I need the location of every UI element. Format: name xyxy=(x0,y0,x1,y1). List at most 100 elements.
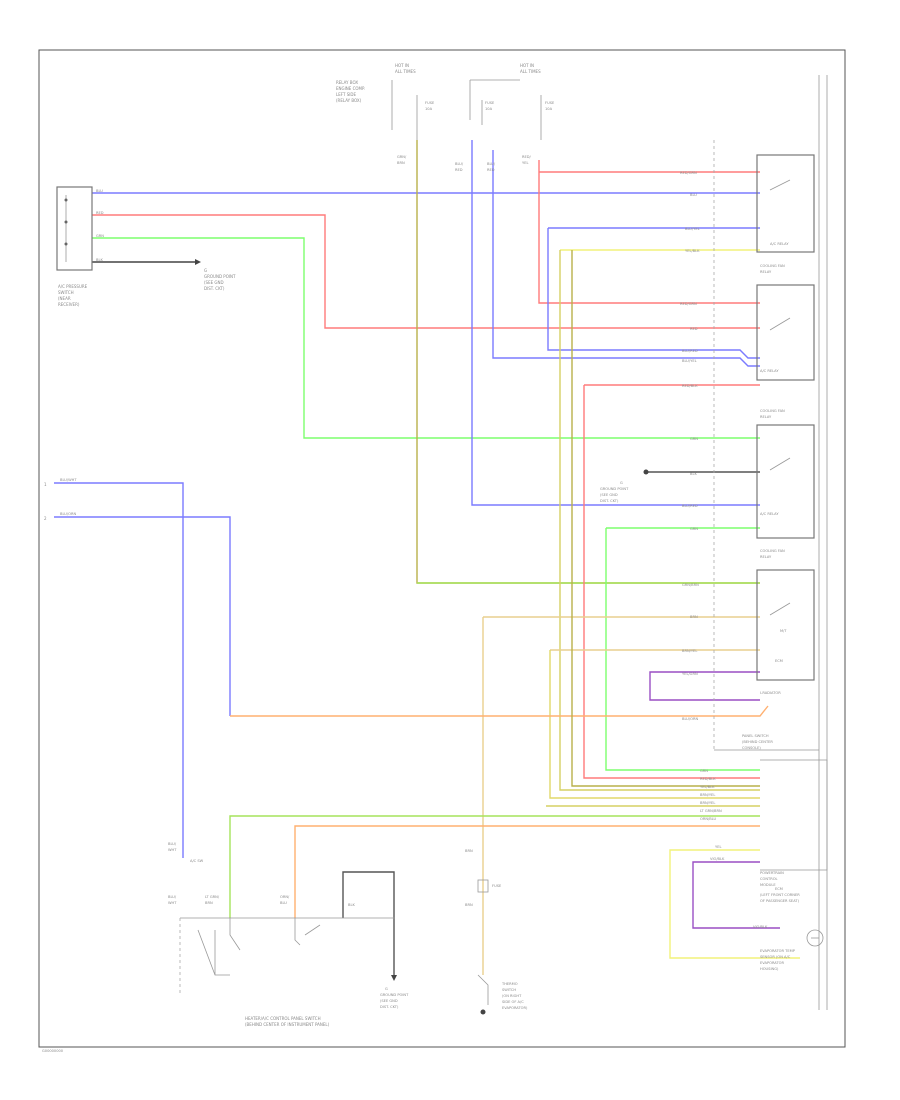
svg-text:YEL/GRN: YEL/GRN xyxy=(682,672,698,676)
ground-arrow xyxy=(195,259,201,265)
wire-green-bottom xyxy=(229,815,760,918)
svg-text:BLU/YEL: BLU/YEL xyxy=(682,359,697,363)
wire-violet-loop xyxy=(649,671,760,701)
svg-text:ECM: ECM xyxy=(775,887,783,891)
svg-text:WHT: WHT xyxy=(168,848,177,852)
svg-text:G: G xyxy=(385,987,388,991)
svg-text:(RELAY BOX): (RELAY BOX) xyxy=(336,98,362,103)
svg-text:BRN/YEL: BRN/YEL xyxy=(700,801,715,805)
svg-text:(ON RIGHT: (ON RIGHT xyxy=(502,994,522,998)
relay-box: A/C RELAY COOLING FAN RELAY RED/GRN BLU … xyxy=(600,140,819,751)
svg-text:THERMO: THERMO xyxy=(501,982,518,986)
wire-orange-input2 xyxy=(230,705,769,717)
svg-text:10A: 10A xyxy=(485,107,493,111)
svg-text:VIO/BLK: VIO/BLK xyxy=(710,857,725,861)
thermo-switch: BRN FUSE BRN THERMO SWITCH (ON RIGHT SID… xyxy=(465,849,528,1015)
svg-text:A/C RELAY: A/C RELAY xyxy=(760,369,779,373)
svg-text:BLU/ORN: BLU/ORN xyxy=(682,717,698,721)
ground-arrow-bottom xyxy=(391,975,397,981)
svg-text:10A: 10A xyxy=(425,107,433,111)
svg-text:(NEAR: (NEAR xyxy=(58,296,71,301)
svg-text:A/C RELAY: A/C RELAY xyxy=(770,242,789,246)
svg-text:FUSE: FUSE xyxy=(425,101,435,105)
svg-text:GRN: GRN xyxy=(96,234,104,238)
svg-text:RED: RED xyxy=(487,168,495,172)
svg-text:BLU/WHT: BLU/WHT xyxy=(60,478,77,482)
svg-text:BLK: BLK xyxy=(690,472,697,476)
svg-text:BRN/YEL: BRN/YEL xyxy=(700,793,715,797)
svg-text:EVAPORATOR: EVAPORATOR xyxy=(760,961,785,965)
svg-text:GRN: GRN xyxy=(690,437,698,441)
svg-text:BLU/: BLU/ xyxy=(168,895,177,899)
svg-text:HOT IN: HOT IN xyxy=(520,63,534,68)
wire-green-relay3 xyxy=(605,528,760,771)
wire-olive-vertical xyxy=(416,140,760,584)
svg-text:RED/GRN: RED/GRN xyxy=(680,171,697,175)
svg-text:YEL/BLK: YEL/BLK xyxy=(700,785,715,789)
svg-text:RELAY: RELAY xyxy=(760,270,772,274)
svg-text:LT GRN/BRN: LT GRN/BRN xyxy=(700,809,722,813)
svg-text:HOUSING): HOUSING) xyxy=(760,967,779,971)
sensor-module: VIO/BLK EVAPORATOR TEMP SENSOR (ON A/C E… xyxy=(753,925,824,971)
ground-dot-relay3 xyxy=(643,469,649,475)
svg-text:BRN: BRN xyxy=(465,903,473,907)
wire-blue-fuse-a xyxy=(471,140,760,506)
wire-blue-input2 xyxy=(54,516,231,716)
svg-text:FUSE: FUSE xyxy=(485,101,495,105)
wire-blue-fuse-b xyxy=(492,150,760,367)
svg-text:1: 1 xyxy=(44,482,47,487)
svg-text:SENSOR (ON A/C: SENSOR (ON A/C xyxy=(760,955,791,959)
svg-text:BRN: BRN xyxy=(690,615,698,619)
svg-text:BLU/: BLU/ xyxy=(487,162,496,166)
svg-text:SIDE OF A/C: SIDE OF A/C xyxy=(502,1000,524,1004)
svg-text:POWERTRAIN: POWERTRAIN xyxy=(760,871,784,875)
svg-text:GRN/BRN: GRN/BRN xyxy=(682,583,699,587)
svg-text:BLU: BLU xyxy=(280,901,287,905)
svg-text:2: 2 xyxy=(44,516,47,521)
svg-text:RED/: RED/ xyxy=(522,155,532,159)
wire-yellow-module xyxy=(669,849,800,959)
svg-text:BLU/RED: BLU/RED xyxy=(682,504,698,508)
svg-text:RED: RED xyxy=(96,211,104,215)
heater-control-switch: BLU/ WHT A/C SW BLU/ WHT LT GRN/ BRN ORN… xyxy=(168,842,409,1027)
svg-text:DIST. CKT): DIST. CKT) xyxy=(600,499,619,503)
svg-text:COOLING FAN: COOLING FAN xyxy=(760,264,785,268)
svg-text:FUSE: FUSE xyxy=(492,884,502,888)
svg-text:A/C SW: A/C SW xyxy=(190,859,204,863)
svg-text:EVAPORATOR TEMP: EVAPORATOR TEMP xyxy=(760,949,796,953)
svg-text:BLU/: BLU/ xyxy=(455,162,464,166)
svg-text:GRN/: GRN/ xyxy=(397,155,407,159)
svg-text:ORN/BLU: ORN/BLU xyxy=(700,817,717,821)
svg-text:RED/GRN: RED/GRN xyxy=(680,302,697,306)
wire-tan-relay4-b-down xyxy=(549,650,760,799)
wire-olive-bottom-a xyxy=(571,250,760,787)
left-inputs: 1 2 BLU/WHT BLU/ORN xyxy=(44,478,77,521)
svg-text:ALL TIMES: ALL TIMES xyxy=(395,69,416,74)
svg-text:(LEFT FRONT CORNER: (LEFT FRONT CORNER xyxy=(760,893,800,897)
svg-text:WHT: WHT xyxy=(168,901,177,905)
svg-text:RELAY: RELAY xyxy=(760,415,772,419)
svg-text:HOT IN: HOT IN xyxy=(395,63,409,68)
svg-text:BLU: BLU xyxy=(96,189,103,193)
svg-text:ALL TIMES: ALL TIMES xyxy=(520,69,541,74)
svg-text:RECEIVER): RECEIVER) xyxy=(58,302,80,307)
wire-orange-bottom xyxy=(294,825,760,918)
svg-text:HEATER/A/C CONTROL PANEL SWITC: HEATER/A/C CONTROL PANEL SWITCH xyxy=(245,1016,321,1021)
top-fuses: HOT IN ALL TIMES HOT IN ALL TIMES RELAY … xyxy=(336,63,828,1010)
svg-text:DIST. CKT): DIST. CKT) xyxy=(204,286,225,291)
svg-text:LEFT SIDE: LEFT SIDE xyxy=(336,92,357,97)
wire-violet-module xyxy=(692,861,780,929)
svg-text:EVAPORATOR): EVAPORATOR) xyxy=(502,1006,528,1010)
svg-text:RELAY BOX: RELAY BOX xyxy=(336,80,358,85)
bottom-connector: GRN RED/BLK YEL/BLK BRN/YEL BRN/YEL LT G… xyxy=(700,759,828,903)
svg-text:COOLING FAN: COOLING FAN xyxy=(760,409,785,413)
svg-text:BRN: BRN xyxy=(465,849,473,853)
wire-red-relay2 xyxy=(583,385,760,779)
svg-text:YEL/BLK: YEL/BLK xyxy=(685,249,700,253)
svg-text:BLU/ORN: BLU/ORN xyxy=(60,512,76,516)
svg-text:I-RADIATOR: I-RADIATOR xyxy=(760,691,781,695)
svg-text:A/C RELAY: A/C RELAY xyxy=(760,512,779,516)
svg-text:(SEE GND: (SEE GND xyxy=(600,493,618,497)
svg-text:BLU/RED: BLU/RED xyxy=(682,349,698,353)
wire-blue-relay1-b xyxy=(547,228,760,359)
